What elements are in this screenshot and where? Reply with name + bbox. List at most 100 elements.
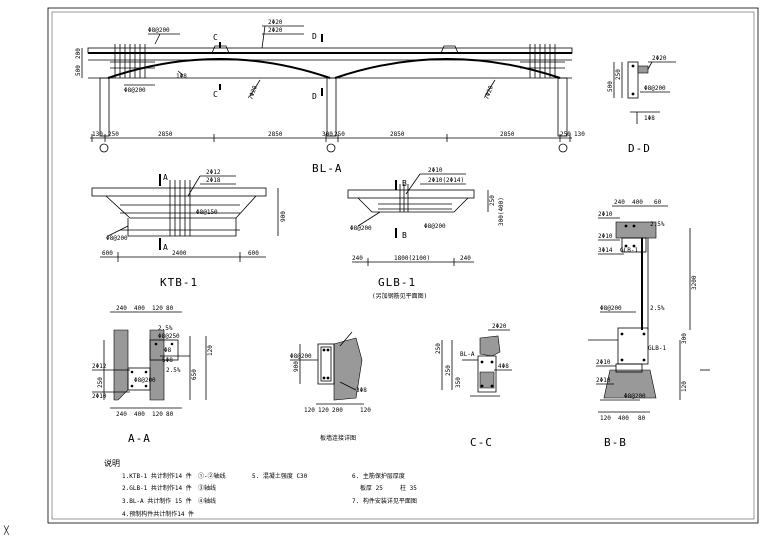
glb-dim-2: 1800(2100) [394,255,430,262]
bl-a-dim-3: 2850 [158,131,173,138]
bl-a-dim-1: 130 [92,131,103,138]
note-extra-3: ④轴线 [198,497,216,505]
bl-a-label-11: 7Φ20 [483,84,495,100]
note-3: 3.BL-A 共计制作 15 件 [122,497,192,505]
aa-dim-9: 250 [97,377,104,388]
glb-label-4: 2Φ10(2Φ14) [428,177,464,184]
view-glb-1: B B 2Φ10 2Φ10(2Φ14) Φ8@200 Φ8@200 240 18… [347,167,505,300]
bl-a-label-7: D [312,92,317,101]
aa-label-3: Φ8 [164,347,172,354]
glb-label-2: B [402,231,407,240]
bearing-dim-4: 120 [360,407,371,414]
bb-dim-2: 400 [618,415,629,422]
note-extra-4: 板厚 25 [360,484,383,492]
cc-label-3: 4Φ8 [498,363,509,370]
d-d-label-1: 2Φ20 [652,55,667,62]
bearing-dim-5: 900 [293,361,300,372]
bb-label-5: 2Φ10 [598,233,613,240]
bb-label-14: Φ8@200 [624,393,646,400]
bl-a-label-9: 2Φ20 [268,27,283,34]
view-bearing-detail: Φ8@200 3Φ8 120 120 200 120 900 板墙连接详图 [290,331,371,442]
bb-label-9: Φ8@200 [600,305,622,312]
aa-label-6: Φ8@200 [134,377,156,384]
ktb-label-1: A [163,173,168,182]
bl-a-dim-7: 2850 [390,131,405,138]
bb-label-7: GLB-1 [620,247,638,254]
note-5: 5. 混凝土强度 C30 [252,472,308,480]
ktb-label-3: 2Φ12 [206,169,221,176]
aa-label-1: 2.5% [158,325,173,332]
cc-label-1: 2Φ20 [492,323,507,330]
aa-dim-10: 650 [191,369,198,380]
aa-label-4: 2Φ12 [92,363,107,370]
aa-dim-1: 240 [116,305,127,312]
ktb-label-6: Φ8@200 [106,235,128,242]
bb-label-10: 2.5% [650,305,665,312]
bl-a-dim-9: 250 [560,131,571,138]
glb-label-5: Φ8@200 [350,225,372,232]
bb-dim-1: 120 [600,415,611,422]
bb-label-1: 240 [614,199,625,206]
notes: 说明 1.KTB-1 共计制作14 件 2.GLB-1 共计制作14 件 3.B… [104,458,417,518]
bl-a-label-6: D [312,32,317,41]
bearing-dim-1: 120 [304,407,315,414]
bb-label-6: 3Φ14 [598,247,613,254]
bl-a-label-8: 2Φ20 [268,19,283,26]
corner-mark: ╳ [3,525,10,535]
cc-dim-3: 350 [455,377,462,388]
b-b-title: B-B [604,436,627,449]
cc-dim-1: 250 [435,343,442,354]
note-extra-5: 柱 35 [400,484,417,492]
note-1: 1.KTB-1 共计制作14 件 [122,472,192,480]
view-bl-a: Φ8@200 Φ8@200 1Φ8 C C D D 2Φ20 2Φ20 7Φ20… [75,19,585,175]
bl-a-label-5: C [213,90,218,99]
bl-a-title: BL-A [312,162,343,175]
note-7: 7. 构件安装详见平面图 [352,497,417,505]
cc-dim-2: 250 [445,365,452,376]
ktb-dim-2: 2400 [172,250,187,257]
bl-a-label-3: 1Φ8 [176,73,187,80]
d-d-label-2: 1Φ8 [644,115,655,122]
glb-label-3: 2Φ10 [428,167,443,174]
note-4: 4.预制构件共计制作14 件 [122,510,194,518]
bl-a-dim-8: 2850 [500,131,515,138]
aa-dim-7: 120 [152,411,163,418]
bb-label-17: 120 [681,381,688,392]
bb-label-8: 2.5% [650,221,665,228]
view-d-d: 2Φ20 1Φ8 Φ8@200 250 500 D-D [607,55,676,155]
view-c-c: 2Φ20 BL-A 4Φ8 250 250 350 C-C [435,323,512,449]
bl-a-dim-5: 300 [322,131,333,138]
ktb-dim-4: 600 [248,250,259,257]
bb-label-2: 400 [632,199,643,206]
aa-dim-11: 120 [207,345,214,356]
view-ktb-1: A A 2Φ12 2Φ18 Φ8@150 Φ8@200 900 2400 600… [91,169,287,289]
note-2: 2.GLB-1 共计制作14 件 [122,484,192,492]
bl-a-dim-12: 500 [75,65,82,76]
bl-a-dim-6: 250 [334,131,345,138]
d-d-title: D-D [628,142,651,155]
bearing-label-2: 3Φ8 [356,387,367,394]
glb-label-6: Φ8@200 [424,223,446,230]
aa-label-2: Φ8@250 [158,333,180,340]
ktb-label-5: Φ8@150 [196,209,218,216]
glb-dim-1: 240 [352,255,363,262]
bb-label-4: 2Φ10 [598,211,613,218]
bb-label-12: 2Φ10 [596,359,611,366]
bl-a-dim-11: 200 [75,48,82,59]
bb-label-16: 300 [681,333,688,344]
bearing-label-1: Φ8@200 [290,353,312,360]
c-c-title: C-C [470,436,493,449]
d-d-label-5: 500 [607,81,614,92]
drawing-border-inner [51,11,755,520]
aa-dim-5: 240 [116,411,127,418]
aa-label-5: 2Φ10 [92,393,107,400]
bl-a-label-4: C [213,33,218,42]
glb-1-subtitle: (另加钢筋见平面图) [372,292,427,300]
bl-a-label-1: Φ8@200 [148,27,170,34]
ktb-label-4: 2Φ18 [206,177,221,184]
ktb-label-2: A [163,243,168,252]
aa-dim-6: 400 [134,411,145,418]
glb-dim-3: 240 [460,255,471,262]
bl-a-label-10: 7Φ20 [247,84,259,100]
